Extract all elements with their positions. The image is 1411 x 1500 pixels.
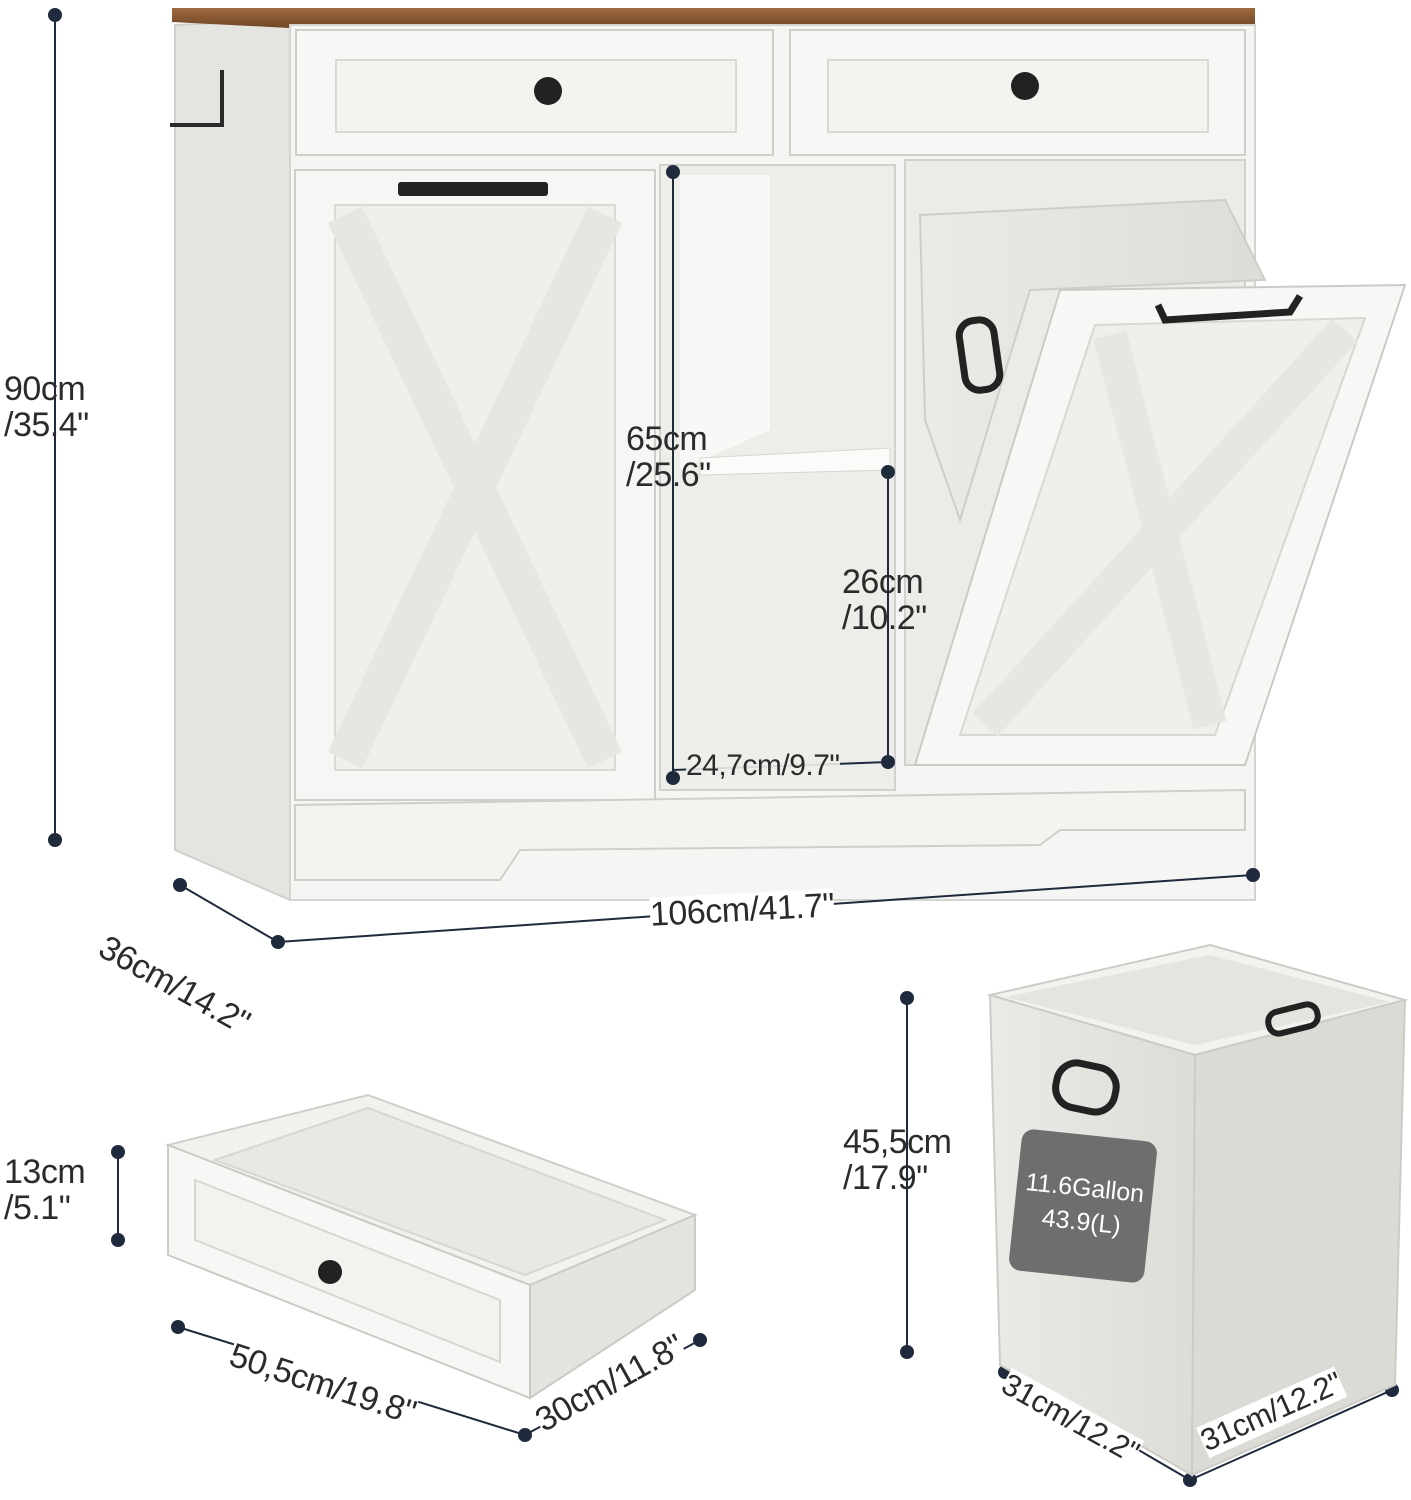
compartment-width-label: 24,7cm/9.7" <box>686 749 840 782</box>
knob-icon <box>318 1260 342 1284</box>
compartment-height-in: /25.6" <box>626 455 711 494</box>
dimension-lines <box>48 8 1399 1487</box>
tilted-bin <box>918 198 1267 524</box>
height-total-in: /35.4" <box>4 405 89 444</box>
compartment-height-cm: 65cm <box>626 420 708 458</box>
bin-height-cm: 45,5cm <box>843 1123 952 1161</box>
drawer-height-in: /5.1" <box>4 1188 71 1227</box>
knob-icon <box>534 77 562 105</box>
shelf-gap-label: 26cm /10.2" <box>842 563 927 637</box>
shelf-gap-in: /10.2" <box>842 598 927 637</box>
cabinet-base <box>294 788 1246 881</box>
height-total-label: 90cm /35.4" <box>4 370 89 444</box>
bin-capacity-badge: 11.6Gallon 43.9(L) <box>1007 1128 1159 1284</box>
knob-icon <box>1011 72 1039 100</box>
bin-handle-icon <box>1052 1059 1120 1116</box>
bin-handle-icon <box>955 316 1004 394</box>
bin-height-in: /17.9" <box>843 1158 928 1197</box>
compartment-height-label: 65cm /25.6" <box>626 420 711 494</box>
left-barn-door <box>294 169 656 801</box>
bar-handle-icon <box>1154 294 1303 324</box>
middle-compartment <box>659 164 896 791</box>
hook-icon <box>170 70 224 127</box>
top-drawer-right <box>789 29 1246 156</box>
wood-top <box>172 8 1255 28</box>
bar-handle-icon <box>398 182 548 196</box>
right-tilt-out-door <box>913 283 1407 766</box>
height-total-cm: 90cm <box>4 370 86 408</box>
drawer-height-cm: 13cm <box>4 1153 86 1191</box>
cabinet-side-panel <box>174 18 291 902</box>
top-drawer-left <box>295 29 774 156</box>
bin-handle-icon <box>1265 1001 1321 1037</box>
bin-height-label: 45,5cm /17.9" <box>843 1123 952 1197</box>
detached-drawer <box>164 1093 698 1400</box>
shelf-gap-cm: 26cm <box>842 563 924 601</box>
drawer-height-label: 13cm /5.1" <box>4 1153 86 1227</box>
